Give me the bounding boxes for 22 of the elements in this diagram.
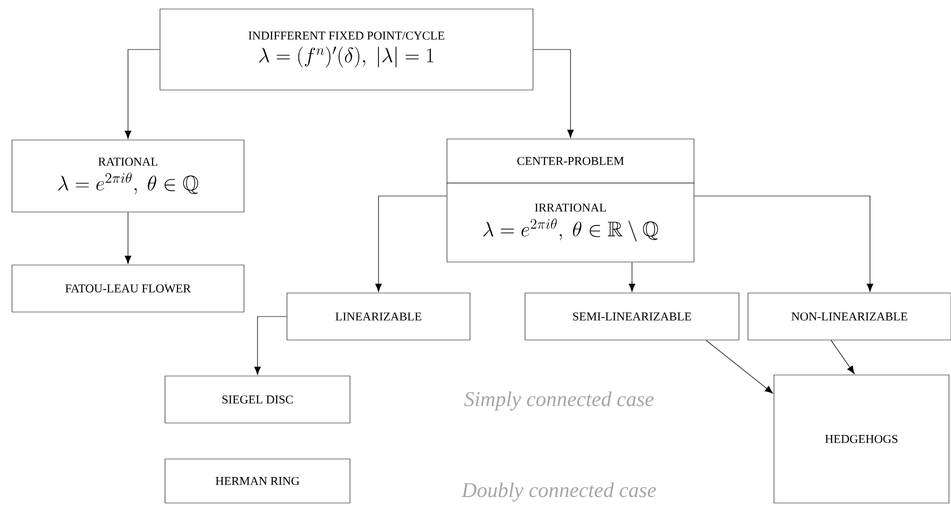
label-box: SIEGEL DISC bbox=[164, 376, 350, 424]
label-box: NON-LINEARIZABLE bbox=[748, 292, 951, 340]
formula-box: INDIFFERENT FIXED POINT/CYCLE $\lambda = (f^n)'(\delta),\ |\lambda| = 1$ bbox=[160, 8, 534, 90]
label-box: SEMI-LINEARIZABLE bbox=[524, 292, 740, 340]
arrow bbox=[254, 316, 287, 375]
case-note: Doubly connected case bbox=[461, 482, 656, 502]
formula-box: IRRATIONAL $\lambda = e^{2\pi i\theta},\ \theta \in \mathbb{R}\setminus\mathbb{Q}$ bbox=[446, 182, 694, 262]
arrow bbox=[830, 340, 855, 374]
label-box: HEDGEHOGS bbox=[774, 374, 950, 504]
arrow bbox=[533, 49, 574, 138]
arrow bbox=[375, 196, 447, 292]
arrow bbox=[706, 340, 774, 394]
label-box: HERMAN RING bbox=[164, 458, 350, 504]
arrow bbox=[124, 49, 160, 139]
arrow bbox=[628, 262, 636, 292]
label-box: LINEARIZABLE bbox=[286, 292, 470, 340]
case-note: Simply connected case bbox=[464, 391, 654, 411]
label-box: CENTER-PROBLEM bbox=[446, 138, 694, 184]
arrow bbox=[694, 196, 874, 292]
formula-box: RATIONAL $\lambda = e^{2\pi i\theta},\ \theta \in \mathbb{Q}$ bbox=[12, 140, 244, 212]
label-box: FATOU-LEAU FLOWER bbox=[12, 264, 244, 312]
arrow bbox=[124, 212, 132, 264]
